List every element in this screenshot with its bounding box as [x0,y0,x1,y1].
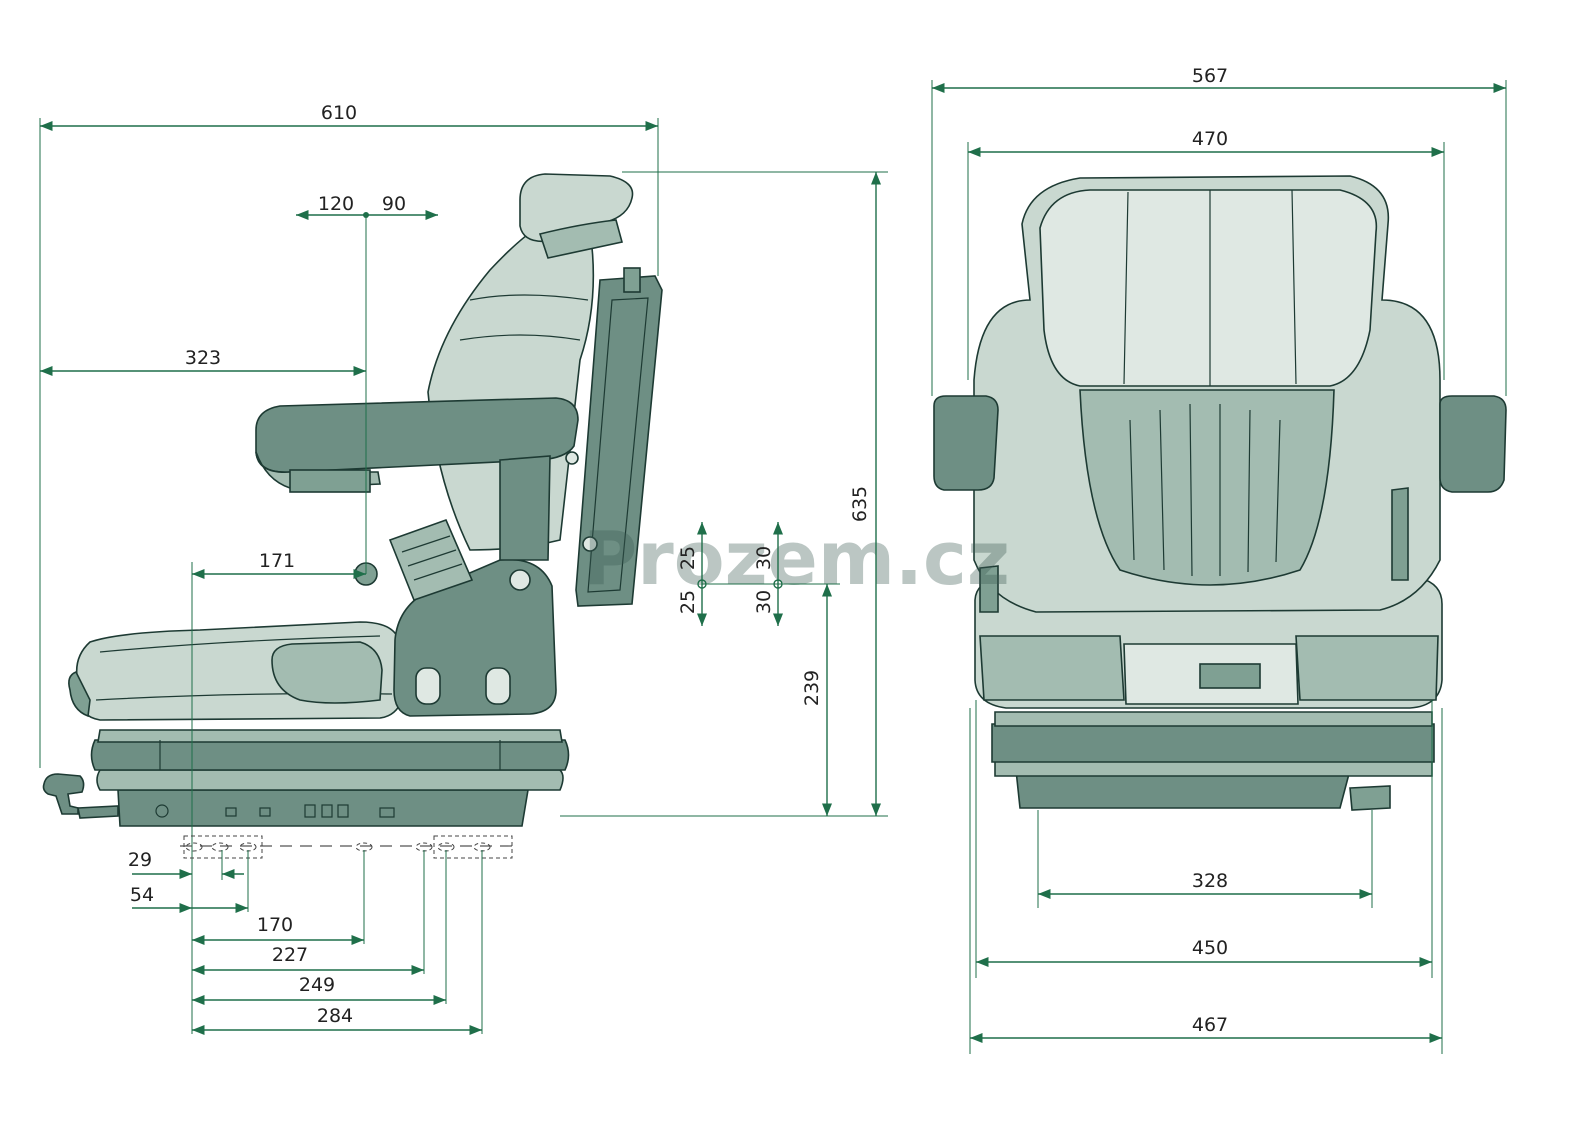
dim-54: 54 [130,884,154,906]
dim-467: 467 [1192,1014,1228,1036]
side-view-seat [42,173,663,827]
dim-30-up: 30 [753,546,775,570]
dim-120: 120 [318,193,354,215]
dim-170: 170 [257,914,293,936]
dim-227: 227 [272,944,308,966]
dim-567: 567 [1192,65,1228,87]
dim-610: 610 [321,102,357,124]
watermark: Prozem.cz [583,516,1010,602]
dim-29: 29 [128,849,152,871]
dim-328: 328 [1192,870,1228,892]
dim-635: 635 [849,486,871,522]
front-view-dimensions: 567 470 328 450 467 [931,65,1507,1054]
dim-323: 323 [185,347,221,369]
dim-284: 284 [317,1005,353,1027]
dim-25-up: 25 [677,546,699,570]
front-view-seat [933,175,1507,811]
dim-171: 171 [259,550,295,572]
dim-450: 450 [1192,937,1228,959]
dim-25-down: 25 [677,590,699,614]
dim-90: 90 [382,193,406,215]
dim-249: 249 [299,974,335,996]
dim-239: 239 [801,670,823,706]
dim-30-down: 30 [753,590,775,614]
side-view-dimensions: 610 120 90 323 171 635 239 25 25 [39,102,888,1036]
dim-470: 470 [1192,128,1228,150]
